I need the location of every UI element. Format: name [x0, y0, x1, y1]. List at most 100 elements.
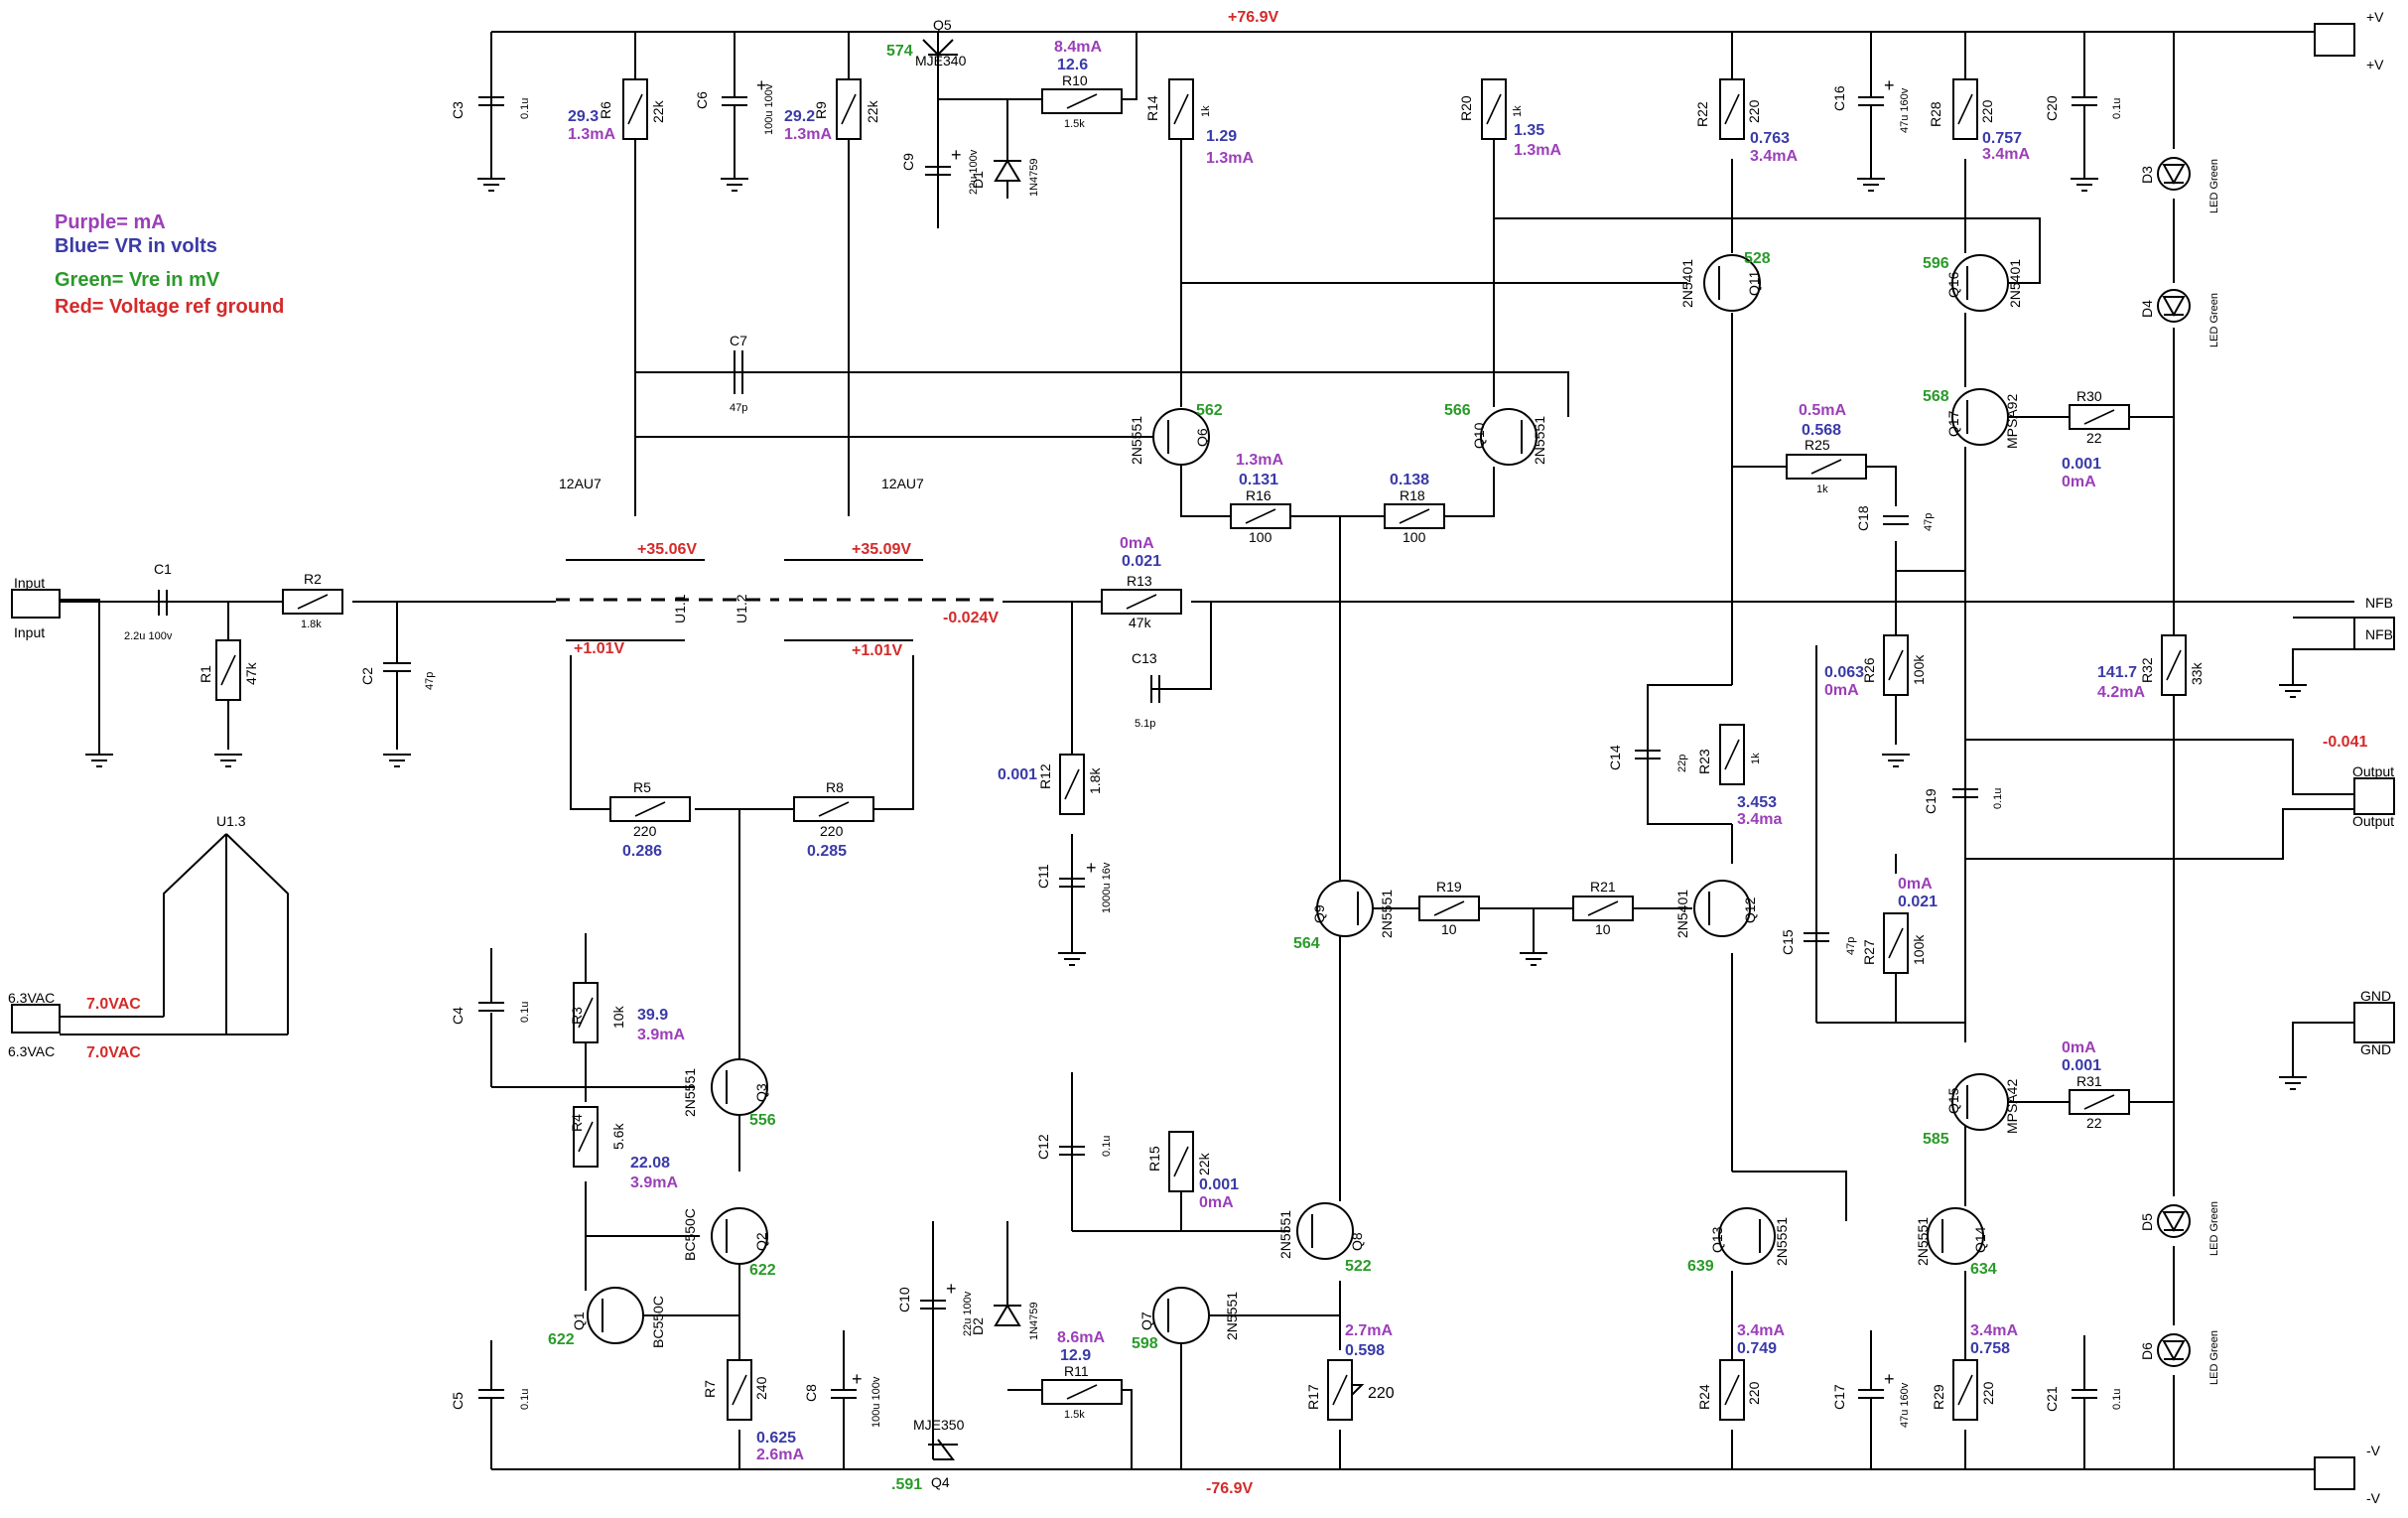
top-rail-voltage: +76.9V: [1228, 9, 1278, 26]
svg-text:-0.024V: -0.024V: [943, 610, 999, 626]
svg-text:29.3: 29.3: [568, 108, 599, 125]
svg-text:0mA: 0mA: [1199, 1194, 1234, 1211]
resistor-r25: R25 1k 0.5mA 0.568: [1786, 402, 1867, 495]
svg-text:R16: R16: [1246, 487, 1271, 503]
svg-text:C3: C3: [450, 101, 466, 119]
resistor-r14: R14 1k 1.29 1.3mA: [1144, 78, 1254, 167]
transistor-q7: Q7 2N5551 598: [1132, 1287, 1240, 1352]
svg-text:NFB: NFB: [2365, 595, 2393, 611]
svg-text:100u 100v: 100u 100v: [870, 1376, 882, 1428]
svg-text:100: 100: [1249, 529, 1272, 545]
led-d6: D6 LED Green: [2139, 1330, 2220, 1385]
svg-text:C6: C6: [694, 91, 710, 109]
transistor-q17: Q17 MPSA92 568: [1923, 388, 2020, 449]
svg-text:MJE350: MJE350: [913, 1417, 965, 1433]
svg-text:566: 566: [1444, 402, 1471, 419]
svg-text:0mA: 0mA: [1824, 682, 1859, 699]
connector-nfb: NFB NFB: [2292, 595, 2395, 685]
svg-text:1.3mA: 1.3mA: [1514, 142, 1561, 159]
connector-gnd: GND GND: [2292, 988, 2395, 1077]
svg-text:LED Green: LED Green: [2208, 1330, 2220, 1385]
svg-text:0.131: 0.131: [1239, 472, 1278, 488]
svg-text:Q12: Q12: [1742, 897, 1758, 923]
svg-text:2.6mA: 2.6mA: [756, 1447, 804, 1463]
svg-text:R23: R23: [1696, 749, 1712, 774]
capacitor-c10: + C10 22u 100v: [896, 1246, 974, 1336]
transistor-q4: MJE350 Q4 .591: [891, 1417, 965, 1493]
capacitor-c7: C7 47p: [730, 333, 747, 414]
capacitor-c11: + C11 1000u 16v: [1035, 834, 1113, 953]
svg-text:220: 220: [1746, 1381, 1762, 1405]
svg-text:MJE340: MJE340: [915, 53, 967, 69]
svg-text:0.001: 0.001: [2062, 1057, 2101, 1074]
led-d5: D5 LED Green: [2139, 1201, 2220, 1256]
transistor-q8: Q8 2N5551 522: [1277, 1202, 1372, 1275]
heater-voltage-b: 7.0VAC: [86, 1044, 141, 1061]
svg-text:R7: R7: [702, 1380, 718, 1398]
output-voltage: -0.041: [2323, 734, 2367, 751]
svg-text:2N5551: 2N5551: [1379, 890, 1395, 938]
svg-text:NFB: NFB: [2365, 626, 2393, 642]
svg-text:R3: R3: [569, 1007, 585, 1025]
svg-text:U1.2: U1.2: [734, 594, 749, 623]
svg-text:0.598: 0.598: [1345, 1342, 1385, 1359]
svg-text:0.568: 0.568: [1802, 422, 1841, 439]
resistor-r19: R19 10: [1418, 879, 1480, 937]
transistor-q14: Q14 2N5551 634: [1915, 1207, 1997, 1278]
svg-text:2N5401: 2N5401: [1674, 890, 1690, 938]
svg-text:+35.06V: +35.06V: [637, 541, 697, 558]
transistor-q15: Q15 MPSA42 585: [1923, 1073, 2020, 1148]
power-rails: +76.9V -76.9V: [490, 9, 2315, 1497]
svg-text:0.286: 0.286: [622, 843, 662, 860]
svg-text:3.4ma: 3.4ma: [1737, 811, 1782, 828]
svg-text:Input: Input: [14, 575, 45, 591]
resistor-r28: R28 220 0.757 3.4mA: [1928, 78, 2030, 163]
svg-text:2N5551: 2N5551: [1224, 1292, 1240, 1340]
svg-text:R30: R30: [2076, 388, 2102, 404]
svg-text:522: 522: [1345, 1258, 1372, 1275]
capacitor-c18: C18 47p: [1855, 505, 1935, 531]
connector-pos: +V +V: [2314, 9, 2384, 72]
svg-text:1.29: 1.29: [1206, 128, 1237, 145]
svg-text:Q1: Q1: [571, 1311, 587, 1330]
transistor-q9: Q9 2N5551 564: [1293, 880, 1395, 952]
svg-text:6.3VAC: 6.3VAC: [8, 990, 55, 1006]
svg-text:3.4mA: 3.4mA: [1970, 1322, 2018, 1339]
resistor-r26: R26 100k 0.063 0mA: [1824, 634, 1927, 699]
svg-text:220: 220: [1980, 1381, 1996, 1405]
svg-text:R6: R6: [598, 101, 613, 119]
svg-text:-V: -V: [2366, 1490, 2381, 1506]
transistor-q5: Q5 MJE340 574: [886, 17, 967, 69]
svg-text:100k: 100k: [1911, 654, 1927, 685]
svg-text:10k: 10k: [610, 1005, 626, 1029]
capacitor-c19: C19 0.1u: [1923, 788, 2004, 814]
svg-text:1.3mA: 1.3mA: [784, 126, 832, 143]
grounds: [85, 178, 2307, 1090]
svg-text:D3: D3: [2139, 166, 2155, 184]
tube-u1: 12AU7 12AU7 U1.1 U1.2 +35.06V +35.09V +1…: [163, 476, 999, 1035]
svg-text:568: 568: [1923, 388, 1949, 405]
capacitor-c21: C21 0.1u: [2044, 1335, 2123, 1469]
resistor-r13: R13 47k 0mA 0.021: [1101, 535, 1182, 630]
legend: Purple= mA Blue= VR in volts Green= Vre …: [55, 211, 284, 318]
svg-text:R12: R12: [1037, 763, 1053, 789]
svg-text:LED Green: LED Green: [2208, 159, 2220, 213]
svg-text:+: +: [951, 145, 962, 165]
svg-text:R17: R17: [1305, 1384, 1321, 1410]
capacitor-c13: C13 5.1p: [1132, 650, 1160, 730]
capacitor-c20: C20 0.1u: [2044, 32, 2123, 179]
svg-text:0.001: 0.001: [998, 766, 1037, 783]
svg-text:C2: C2: [359, 667, 375, 685]
svg-text:2N5551: 2N5551: [1774, 1217, 1790, 1266]
svg-text:100k: 100k: [1911, 934, 1927, 965]
svg-text:0.1u: 0.1u: [2111, 1389, 2123, 1410]
svg-text:3.9mA: 3.9mA: [630, 1174, 678, 1191]
svg-text:Q10: Q10: [1471, 422, 1487, 449]
svg-text:+V: +V: [2366, 9, 2384, 25]
svg-text:22k: 22k: [650, 99, 666, 123]
svg-text:R28: R28: [1928, 101, 1943, 127]
svg-text:Q9: Q9: [1311, 904, 1327, 923]
svg-text:12.6: 12.6: [1057, 57, 1088, 73]
zener-d1: D1 1N4759: [970, 158, 1040, 197]
